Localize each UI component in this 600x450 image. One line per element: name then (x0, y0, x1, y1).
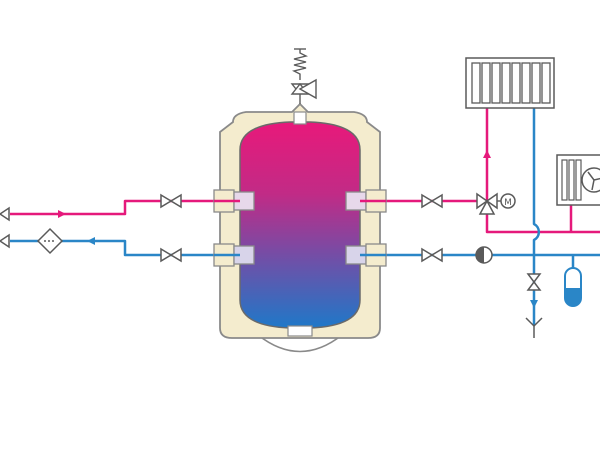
hot-pipe-left (10, 199, 232, 216)
pump-icon (475, 246, 493, 264)
flow-arrow-hot-left (58, 210, 66, 218)
cold-pipe-end-fitting (0, 233, 10, 249)
svg-text:M: M (504, 198, 512, 208)
buffer-tank (213, 102, 387, 353)
tank-top-port (293, 111, 307, 125)
gate-valve-icon (160, 247, 182, 263)
cold-pipe-radiator-return (532, 108, 541, 255)
filter-icon (36, 227, 64, 255)
expansion-vessel-icon (564, 267, 582, 307)
tank-pipe-stubs (214, 199, 386, 257)
gate-valve-icon (421, 193, 443, 209)
hot-pipe-end-fitting (0, 206, 10, 222)
heat-pump-icon (556, 154, 600, 206)
flow-arrows (58, 150, 538, 308)
drain-icon (525, 273, 543, 338)
flow-arrow-hot-up (483, 150, 491, 158)
storage-tank-icon (239, 121, 361, 329)
tank-bottom-dome (257, 334, 343, 353)
flow-arrow-cold-left (87, 237, 95, 245)
safety-valve-icon (290, 48, 317, 104)
radiator-icon (465, 57, 555, 109)
gate-valve-icon (160, 193, 182, 209)
gate-valve-icon (421, 247, 443, 263)
tank-bottom-port (287, 325, 313, 337)
three-way-valve-icon (476, 192, 498, 215)
flow-arrow-cold-down (530, 300, 538, 308)
motor-icon: M (497, 193, 516, 209)
